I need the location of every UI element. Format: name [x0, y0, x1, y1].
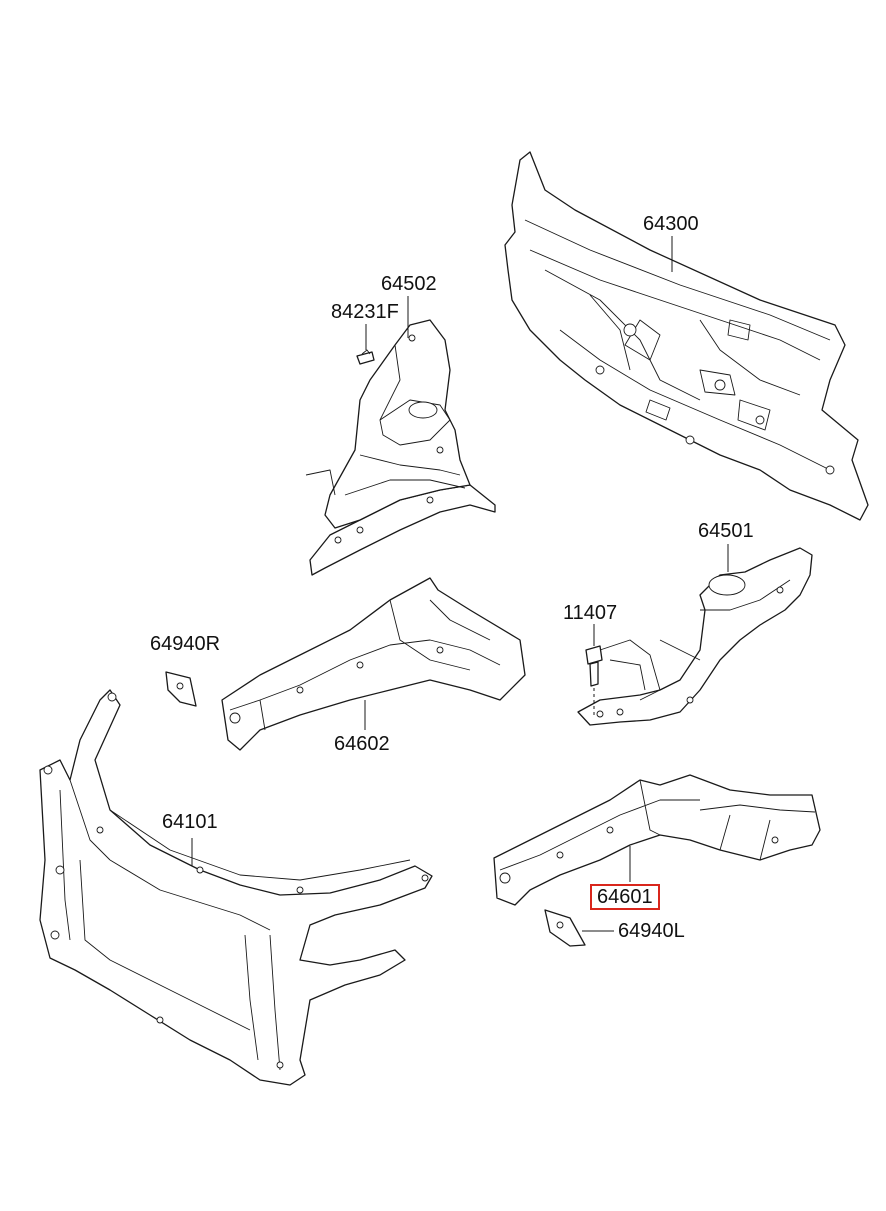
label-64300[interactable]: 64300	[643, 213, 699, 235]
label-64601-highlighted[interactable]: 64601	[590, 884, 660, 910]
front-panel-upper-drawing[interactable]	[305, 319, 496, 576]
plug-84231F-drawing[interactable]	[356, 349, 375, 365]
label-11407[interactable]: 11407	[563, 602, 618, 624]
bracket-64940L-drawing[interactable]	[544, 909, 586, 947]
label-64501[interactable]: 64501	[698, 520, 754, 542]
front-panel-lower-drawing[interactable]	[577, 547, 813, 726]
bracket-64940R-drawing[interactable]	[165, 671, 197, 707]
label-64502[interactable]: 64502	[381, 273, 437, 295]
label-84231F[interactable]: 84231F	[331, 301, 399, 323]
dash-panel-drawing[interactable]	[504, 151, 869, 521]
label-64602[interactable]: 64602	[334, 733, 390, 755]
bolt-11407-drawing[interactable]	[585, 645, 603, 687]
label-64940R[interactable]: 64940R	[150, 633, 221, 655]
side-member-left-drawing[interactable]	[493, 774, 821, 906]
label-64940L[interactable]: 64940L	[618, 920, 685, 942]
label-64101[interactable]: 64101	[162, 811, 218, 833]
radiator-support-drawing[interactable]	[39, 689, 433, 1086]
side-member-right-drawing[interactable]	[221, 577, 526, 751]
